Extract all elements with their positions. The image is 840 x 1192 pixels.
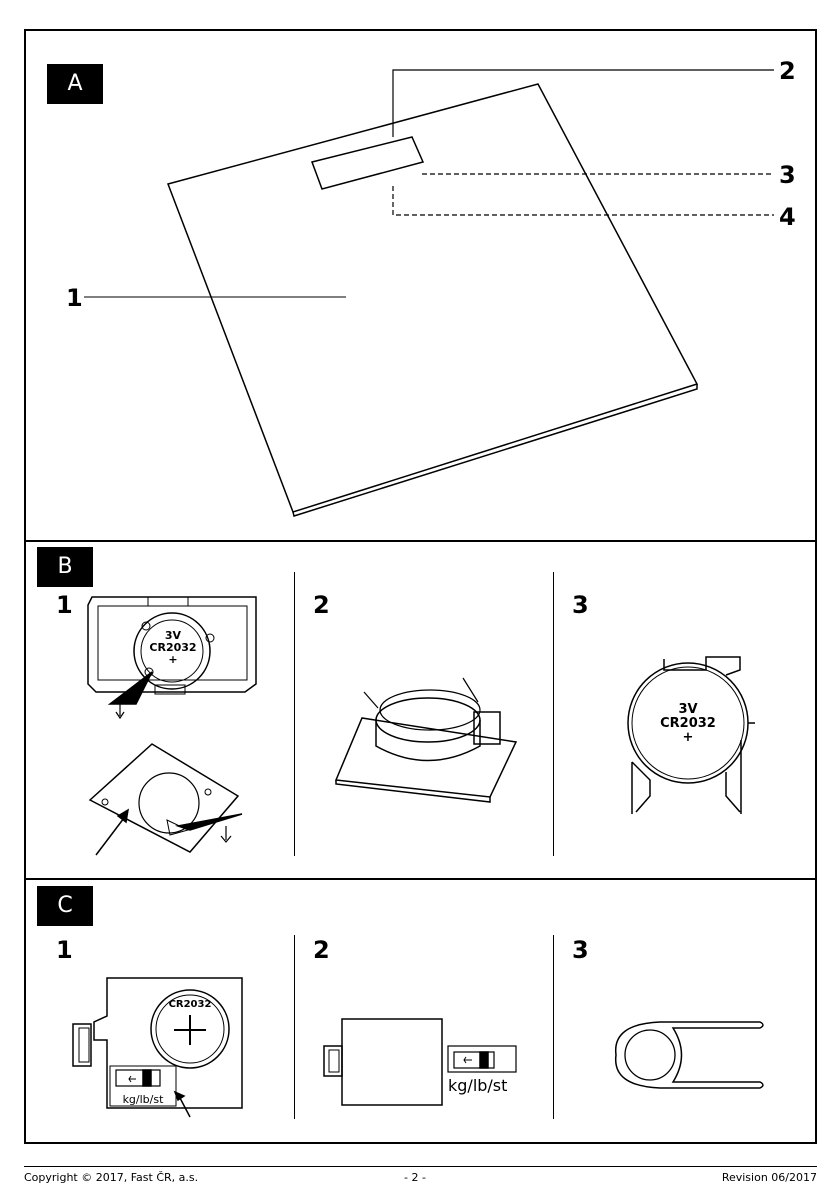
b3-battery-type: CR2032 [648, 717, 728, 731]
footer-page: - 2 - [404, 1171, 426, 1184]
scale-illustration [168, 84, 697, 516]
c1-battery-type: CR2032 [162, 999, 218, 1010]
b3-battery-plus: + [648, 731, 728, 745]
battery-compartment-b1b [90, 744, 242, 855]
key-tool-c3 [616, 1022, 763, 1088]
footer-revision: Revision 06/2017 [722, 1171, 817, 1184]
b3-battery-label: 3V CR2032 + [648, 703, 728, 745]
footer-copyright: Copyright © 2017, Fast ČR, a.s. [24, 1171, 198, 1184]
footer: Copyright © 2017, Fast ČR, a.s. - 2 - Re… [24, 1166, 817, 1186]
coin-holder-b2 [336, 678, 516, 802]
c1-unit-label: kg/lb/st [110, 1093, 176, 1106]
b1-battery-plus: + [148, 654, 198, 666]
b3-battery-volt: 3V [648, 703, 728, 717]
c2-unit-label: kg/lb/st [448, 1076, 520, 1095]
display-window [312, 137, 423, 189]
b1-battery-label: 3V CR2032 + [148, 630, 198, 666]
